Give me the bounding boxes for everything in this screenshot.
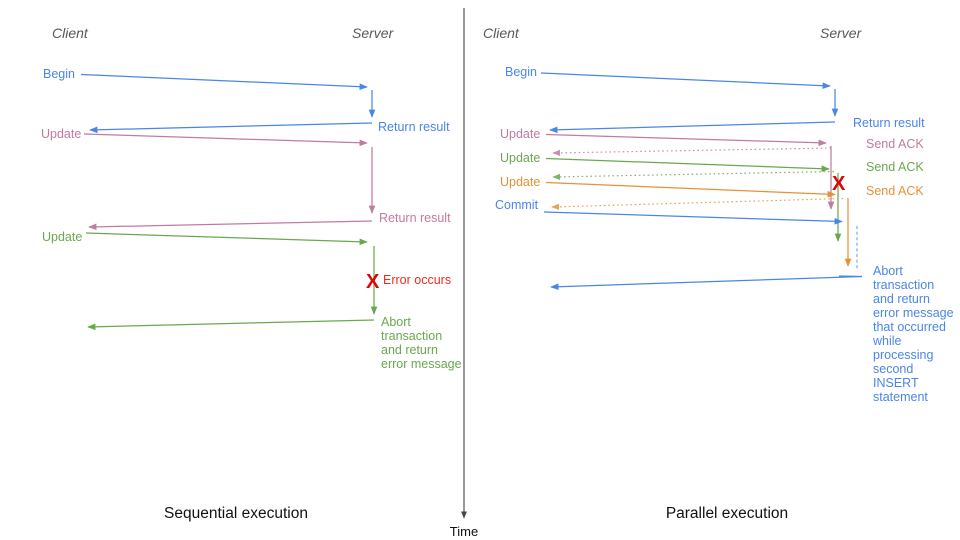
left-update1-label: Update [41, 127, 81, 141]
left-error-occurs-label: Error occurs [383, 273, 451, 287]
left-abort-line: and return [381, 343, 438, 357]
left-caption: Sequential execution [164, 505, 308, 522]
right-server-header: Server [820, 25, 863, 41]
right-caption: Parallel execution [666, 505, 788, 522]
right-abort-line: statement [873, 390, 928, 404]
right-abort-line: processing [873, 348, 933, 362]
right-update1-label: Update [500, 127, 540, 141]
right-abort-line: second [873, 362, 913, 376]
left-return-result2-label: Return result [379, 211, 451, 225]
right-abort-annotation: Abort transaction and return error messa… [872, 264, 954, 404]
right-ack3-arrow [551, 197, 844, 210]
right-ack2-label: Send ACK [866, 160, 924, 174]
right-update2-label: Update [500, 151, 540, 165]
right-return-result-label: Return result [853, 116, 925, 130]
right-error-x-icon: X [832, 173, 846, 195]
right-client-header: Client [483, 25, 520, 41]
left-begin-label: Begin [43, 67, 75, 81]
right-update1-arrow [545, 133, 827, 147]
left-abort-annotation: Abort transaction and return error messa… [381, 315, 462, 371]
right-update2-arrow [545, 157, 830, 173]
parallel-diagram: Client Server Begin Return result Update… [483, 25, 954, 522]
left-client-header: Client [52, 25, 89, 41]
left-abort-line: error message [381, 357, 462, 371]
left-abort-line: Abort [381, 315, 411, 329]
right-ack1-label: Send ACK [866, 137, 924, 151]
left-return-result2-arrow [88, 220, 373, 231]
right-ack3-label: Send ACK [866, 184, 924, 198]
left-begin-arrow [80, 73, 368, 90]
left-update2-label: Update [42, 230, 82, 244]
left-update2-arrow [85, 232, 368, 246]
right-abort-line: while [872, 334, 902, 348]
right-abort-arrow [550, 275, 863, 291]
right-begin-arrow [540, 72, 831, 89]
right-begin-label: Begin [505, 65, 537, 79]
right-update3-label: Update [500, 175, 540, 189]
right-ack1-arrow [552, 147, 832, 157]
left-abort-line: transaction [381, 329, 442, 343]
sequential-diagram: Client Server Begin Return result Update… [41, 25, 462, 522]
right-commit-label: Commit [495, 198, 539, 212]
right-abort-line: INSERT [873, 376, 919, 390]
left-update1-arrow [83, 133, 368, 147]
right-update3-arrow [545, 181, 836, 198]
left-server-header: Server [352, 25, 395, 41]
right-return-result-arrow [549, 121, 836, 134]
right-abort-line: and return [873, 292, 930, 306]
time-axis-label: Time [450, 524, 478, 539]
right-abort-line: Abort [873, 264, 903, 278]
left-return-result-label: Return result [378, 120, 450, 134]
right-abort-line: transaction [873, 278, 934, 292]
left-abort-arrow [87, 319, 375, 331]
right-abort-line: error message [873, 306, 954, 320]
right-abort-line: that occurred [873, 320, 946, 334]
left-return-result-arrow [89, 122, 373, 134]
right-ack2-arrow [552, 170, 835, 181]
left-error-x-icon: X [366, 271, 380, 293]
right-commit-arrow [543, 211, 843, 225]
